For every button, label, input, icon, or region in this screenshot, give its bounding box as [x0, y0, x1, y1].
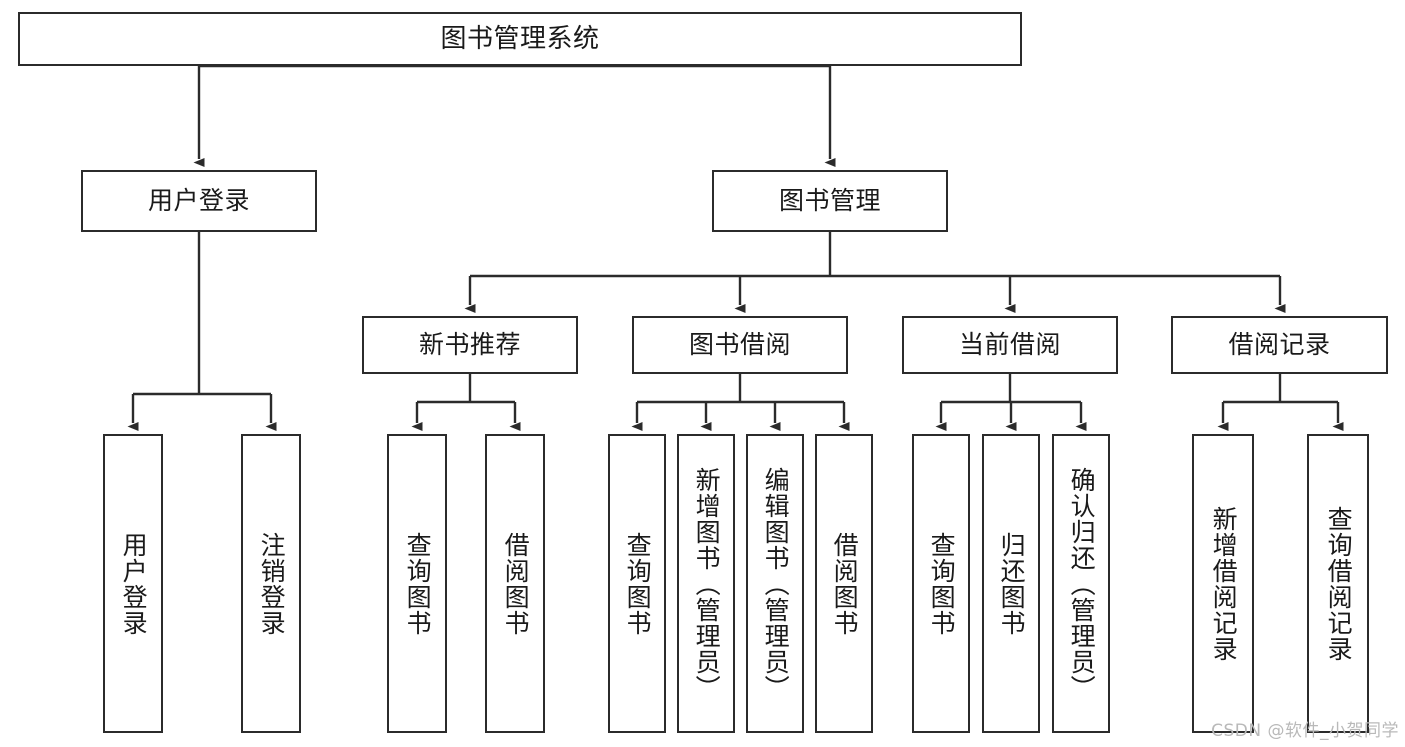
node-label: 借阅图书 — [830, 531, 860, 636]
node-label: 查询借阅记录 — [1324, 505, 1354, 662]
node-label: 新书推荐 — [418, 330, 521, 360]
node-leaf-borrow-book-1[interactable]: 借阅图书 — [485, 434, 545, 733]
node-leaf-return-book[interactable]: 归还图书 — [982, 434, 1040, 733]
node-label: 用户登录 — [147, 186, 250, 216]
csdn-watermark: CSDN @软件_小贺同学 — [1211, 721, 1399, 741]
node-root[interactable]: 图书管理系统 — [18, 12, 1022, 66]
node-leaf-user-logout[interactable]: 注销登录 — [241, 434, 301, 733]
node-label: 图书管理 — [778, 186, 881, 216]
node-label: 用户登录 — [119, 531, 149, 636]
node-label: 编辑图书（管理员） — [761, 466, 791, 701]
node-label: 新增借阅记录 — [1209, 505, 1239, 662]
node-user-login[interactable]: 用户登录 — [81, 170, 317, 232]
node-borrow-record[interactable]: 借阅记录 — [1171, 316, 1388, 374]
node-label: 当前借阅 — [958, 330, 1061, 360]
node-book-borrow[interactable]: 图书借阅 — [632, 316, 848, 374]
node-leaf-add-record[interactable]: 新增借阅记录 — [1192, 434, 1254, 733]
node-label: 归还图书 — [997, 531, 1027, 636]
node-leaf-query-record[interactable]: 查询借阅记录 — [1307, 434, 1369, 733]
node-leaf-add-book[interactable]: 新增图书（管理员） — [677, 434, 735, 733]
node-leaf-query-book-1[interactable]: 查询图书 — [387, 434, 447, 733]
node-leaf-confirm-return[interactable]: 确认归还（管理员） — [1052, 434, 1110, 733]
node-current-borrow[interactable]: 当前借阅 — [902, 316, 1118, 374]
node-label: 新增图书（管理员） — [692, 466, 722, 701]
node-label: 图书管理系统 — [440, 23, 600, 54]
node-new-book-rec[interactable]: 新书推荐 — [362, 316, 578, 374]
node-label: 借阅记录 — [1228, 330, 1331, 360]
node-leaf-edit-book[interactable]: 编辑图书（管理员） — [746, 434, 804, 733]
node-book-manage[interactable]: 图书管理 — [712, 170, 948, 232]
node-label: 查询图书 — [927, 531, 957, 636]
node-label: 图书借阅 — [688, 330, 791, 360]
node-leaf-borrow-book-2[interactable]: 借阅图书 — [815, 434, 873, 733]
node-label: 查询图书 — [623, 531, 653, 636]
node-label: 查询图书 — [403, 531, 433, 636]
node-label: 借阅图书 — [501, 531, 531, 636]
node-leaf-user-login[interactable]: 用户登录 — [103, 434, 163, 733]
node-label: 确认归还（管理员） — [1067, 466, 1097, 701]
node-leaf-query-book-3[interactable]: 查询图书 — [912, 434, 970, 733]
node-label: 注销登录 — [257, 531, 287, 636]
node-leaf-query-book-2[interactable]: 查询图书 — [608, 434, 666, 733]
